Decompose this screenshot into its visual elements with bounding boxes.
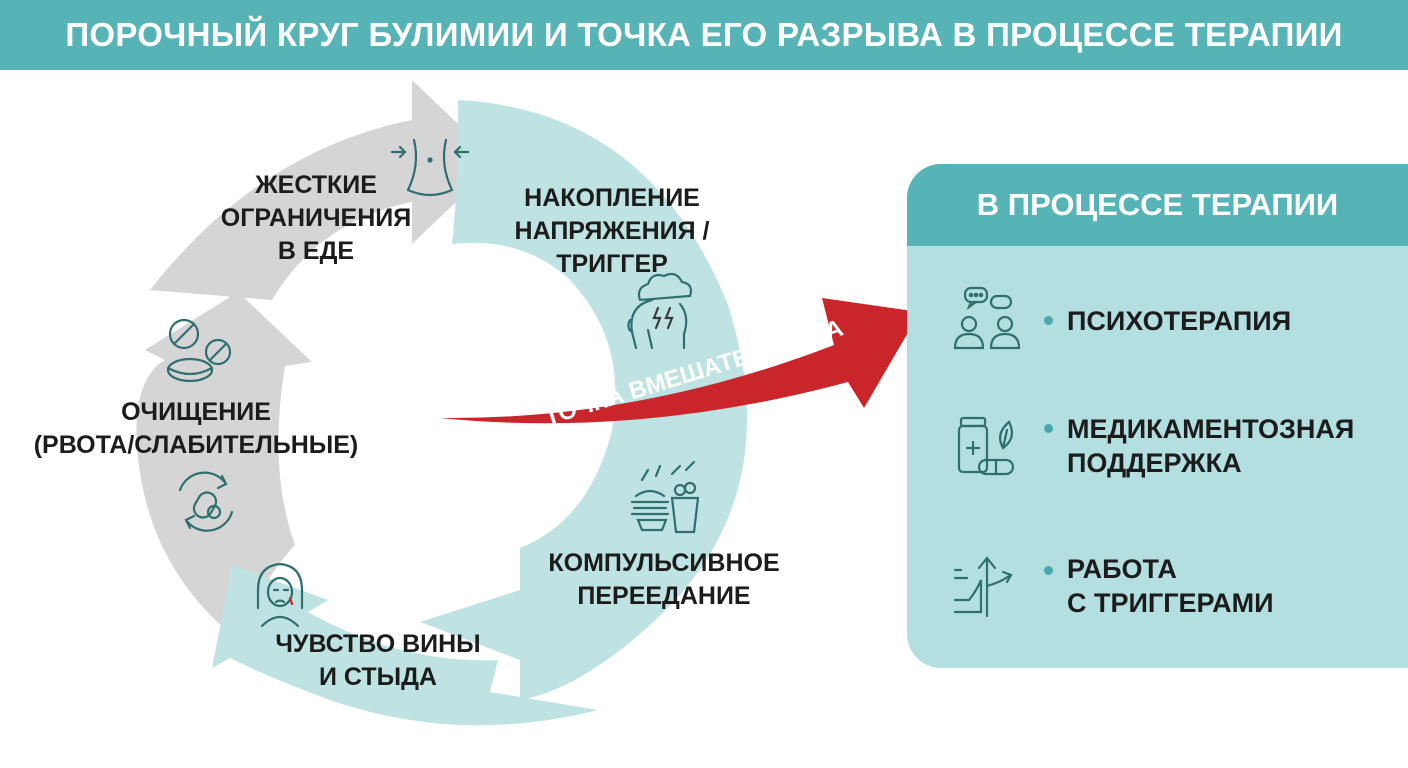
arc-guilt xyxy=(212,565,598,726)
food-icon xyxy=(630,460,700,534)
arc-tension-binge xyxy=(420,100,748,700)
stage-guilt-label: ЧУВСТВО ВИНЫ И СТЫДА xyxy=(275,630,481,691)
arc-restriction xyxy=(150,80,498,300)
therapy-item-label: ПСИХОТЕРАПИЯ xyxy=(1067,306,1292,336)
bullet xyxy=(1044,316,1053,325)
stage-restriction-label: ЖЕСТКИЕ ОГРАНИЧЕНИЯ В ЕДЕ xyxy=(220,171,412,265)
medicine-icon xyxy=(957,416,1015,476)
stage-tension-label: НАКОПЛЕНИЕ НАПРЯЖЕНИЯ / ТРИГГЕР xyxy=(514,184,710,278)
therapy-panel-header: В ПРОЦЕССЕ ТЕРАПИИ xyxy=(907,164,1408,246)
bullet xyxy=(1044,424,1053,433)
bullet xyxy=(1044,566,1053,575)
dialogue-people-icon xyxy=(953,286,1021,350)
therapy-item-label: РАБОТА С ТРИГГЕРАМИ xyxy=(1067,554,1274,618)
intervention-arrow xyxy=(440,298,920,424)
crying-woman-icon xyxy=(256,562,304,628)
storm-head-icon xyxy=(627,272,693,350)
page-title: ПОРОЧНЫЙ КРУГ БУЛИМИИ И ТОЧКА ЕГО РАЗРЫВ… xyxy=(65,16,1343,53)
stage-purge-label: ОЧИЩЕНИЕ (РВОТА/СЛАБИТЕЛЬНЫЕ) xyxy=(33,398,359,459)
stage-binge-label: КОМПУЛЬСИВНОЕ ПЕРЕЕДАНИЕ xyxy=(548,549,780,610)
therapy-panel-title: В ПРОЦЕССЕ ТЕРАПИИ xyxy=(976,187,1339,222)
pills-cycle-icon xyxy=(178,471,234,532)
waist-icon xyxy=(390,138,470,197)
therapy-item-triggers: РАБОТА С ТРИГГЕРАМИ xyxy=(907,548,1408,624)
hand-crossroads-icon xyxy=(953,556,1013,618)
therapy-item-medication: МЕДИКАМЕНТОЗНАЯ ПОДДЕРЖКА xyxy=(907,408,1408,488)
therapy-panel: В ПРОЦЕССЕ ТЕРАПИИ ПСИХОТЕРАПИЯ МЕДИКАМЕ… xyxy=(907,164,1408,668)
therapy-item-label: МЕДИКАМЕНТОЗНАЯ ПОДДЕРЖКА xyxy=(1067,414,1355,478)
title-bar: ПОРОЧНЫЙ КРУГ БУЛИМИИ И ТОЧКА ЕГО РАЗРЫВ… xyxy=(0,0,1408,70)
pills-icon xyxy=(166,318,232,383)
therapy-item-psychotherapy: ПСИХОТЕРАПИЯ xyxy=(907,284,1408,356)
